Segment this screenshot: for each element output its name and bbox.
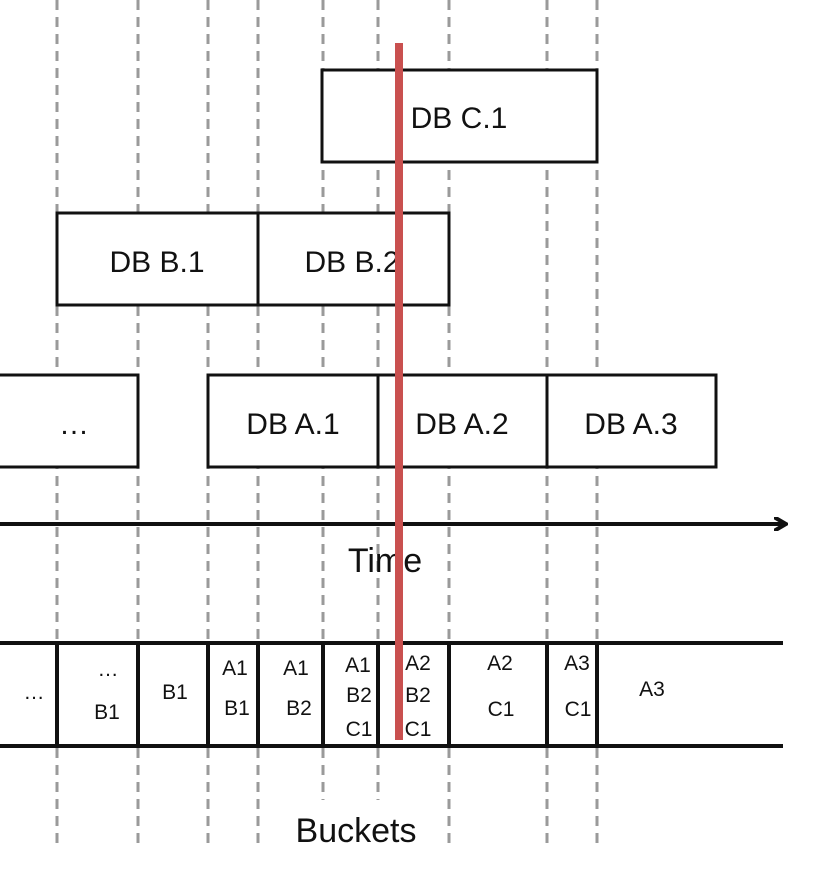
bucket-4-line-0: A1 — [283, 657, 309, 680]
bucket-5-line-0: A1 — [345, 654, 371, 677]
bucket-3-line-1: B1 — [224, 697, 250, 720]
db-a3-box — [545, 373, 718, 469]
bucket-5-line-1: B2 — [346, 684, 372, 707]
bucket-4-line-1: B2 — [286, 697, 312, 720]
bucket-7-line-1: C1 — [488, 698, 515, 721]
time-axis-label: Time — [348, 542, 422, 580]
db-b2-label: DB B.2 — [304, 246, 399, 279]
db-b2-box — [256, 211, 451, 307]
database-boxes — [0, 68, 718, 469]
buckets-title: Buckets — [296, 812, 417, 850]
bucket-1-line-0: … — [98, 658, 119, 681]
db-a-prev-box — [0, 373, 140, 469]
bucket-7-line-0: A2 — [487, 652, 513, 675]
bucket-3-line-0: A1 — [222, 657, 248, 680]
bucket-strip — [0, 641, 783, 748]
bucket-5-line-2: C1 — [346, 718, 373, 741]
bucket-8-line-0: A3 — [564, 652, 590, 675]
bucket-1-line-1: B1 — [94, 701, 120, 724]
bucket-6-line-1: B2 — [405, 684, 431, 707]
db-c1-label: DB C.1 — [411, 102, 508, 135]
db-a-prev-label: … — [59, 408, 89, 441]
bucket-0-line-0: … — [24, 681, 45, 704]
db-a2-box — [376, 373, 549, 469]
db-a1-label: DB A.1 — [246, 408, 339, 441]
db-a1-box — [206, 373, 380, 469]
db-a3-label: DB A.3 — [584, 408, 677, 441]
bucket-9-line-0: A3 — [639, 678, 665, 701]
bucket-6-line-2: C1 — [405, 718, 432, 741]
db-b1-label: DB B.1 — [109, 246, 204, 279]
current-time-marker — [395, 43, 403, 740]
db-c1-box — [320, 68, 599, 164]
database-labels: DB C.1 DB B.1 DB B.2 … DB A.1 DB A.2 DB … — [59, 102, 678, 441]
bucket-labels: … … B1 B1 A1 B1 A1 B2 A1 B2 C1 A2 B2 C1 … — [24, 652, 665, 741]
bucket-2-line-0: B1 — [162, 681, 188, 704]
db-a2-label: DB A.2 — [415, 408, 508, 441]
bucket-6-line-0: A2 — [405, 652, 431, 675]
bucket-8-line-1: C1 — [565, 698, 592, 721]
